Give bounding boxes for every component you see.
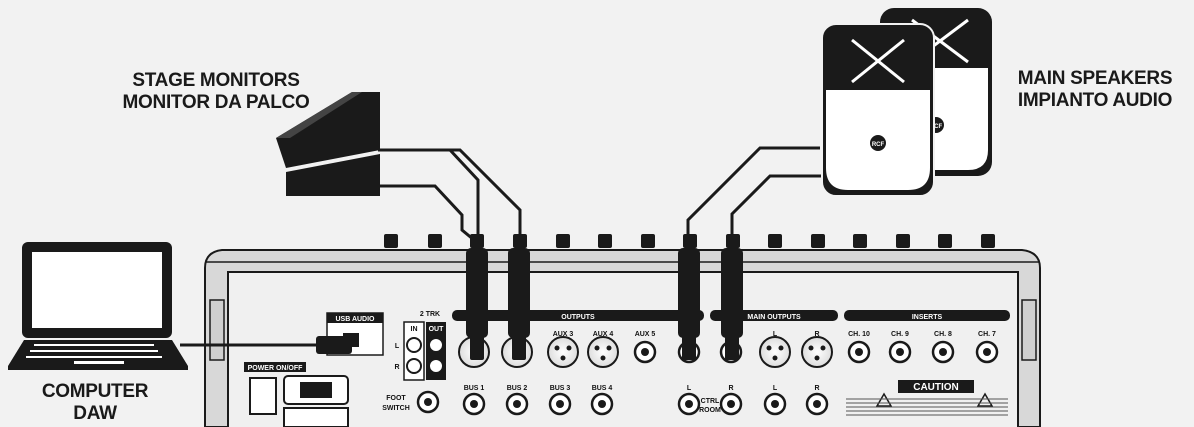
outputs-header: OUTPUTS xyxy=(561,314,595,321)
stage-monitors-en: STAGE MONITORS xyxy=(116,70,316,92)
room-label: ROOM xyxy=(699,407,721,414)
computer-text: COMPUTER xyxy=(0,381,190,403)
main-speaker-front: RCF xyxy=(822,24,934,196)
brand-logo-front: RCF xyxy=(872,142,885,148)
power-switch[interactable] xyxy=(250,378,276,414)
ch8-label: CH. 8 xyxy=(934,331,952,338)
caution-label: CAUTION xyxy=(913,382,959,393)
two-trk-out-label: OUT xyxy=(429,326,445,333)
mixer-rear-panel: USB AUDIO 2 TRK IN OUT L R POWER ON/OFF xyxy=(205,234,1040,427)
aux4-xlr-output xyxy=(588,337,618,367)
ch10-label: CH. 10 xyxy=(848,331,870,338)
aux5-label: AUX 5 xyxy=(635,331,656,338)
bus4-label: BUS 4 xyxy=(592,385,613,392)
main-l2-label: L xyxy=(773,385,778,392)
two-trk-r-label: R xyxy=(394,364,399,371)
power-label: POWER ON/OFF xyxy=(248,365,304,372)
bus2-label: BUS 2 xyxy=(507,385,528,392)
ctrl-room-l-label: L xyxy=(687,385,692,392)
main-r2-label: R xyxy=(814,385,819,392)
ctrl-label: CTRL xyxy=(701,398,720,405)
main-r-xlr-output xyxy=(802,337,832,367)
bus1-label: BUS 1 xyxy=(464,385,485,392)
aux5-jack-output xyxy=(635,342,655,362)
two-trk-l-label: L xyxy=(395,343,400,350)
inserts-header: INSERTS xyxy=(912,314,943,321)
main-speakers-label: MAIN SPEAKERS IMPIANTO AUDIO xyxy=(1004,68,1186,112)
ch7-label: CH. 7 xyxy=(978,331,996,338)
switch-label: SWITCH xyxy=(382,405,410,412)
computer-label: COMPUTER DAW xyxy=(0,381,190,425)
main-outputs-header: MAIN OUTPUTS xyxy=(747,314,801,321)
ctrl-room-r-label: R xyxy=(728,385,733,392)
main-l-xlr-output xyxy=(760,337,790,367)
foot-label: FOOT xyxy=(386,395,406,402)
main-speakers-en: MAIN SPEAKERS xyxy=(1004,68,1186,90)
usb-audio-label: USB AUDIO xyxy=(335,316,375,323)
ch9-label: CH. 9 xyxy=(891,331,909,338)
daw-text: DAW xyxy=(0,403,190,425)
laptop-computer xyxy=(8,242,188,370)
stage-monitors-label: STAGE MONITORS MONITOR DA PALCO xyxy=(116,70,316,114)
stage-monitors-it: MONITOR DA PALCO xyxy=(116,92,316,114)
aux3-xlr-output xyxy=(548,337,578,367)
two-trk-label: 2 TRK xyxy=(420,311,440,318)
bus3-label: BUS 3 xyxy=(550,385,571,392)
main-speakers-it: IMPIANTO AUDIO xyxy=(1004,90,1186,112)
two-trk-in-label: IN xyxy=(411,326,418,333)
